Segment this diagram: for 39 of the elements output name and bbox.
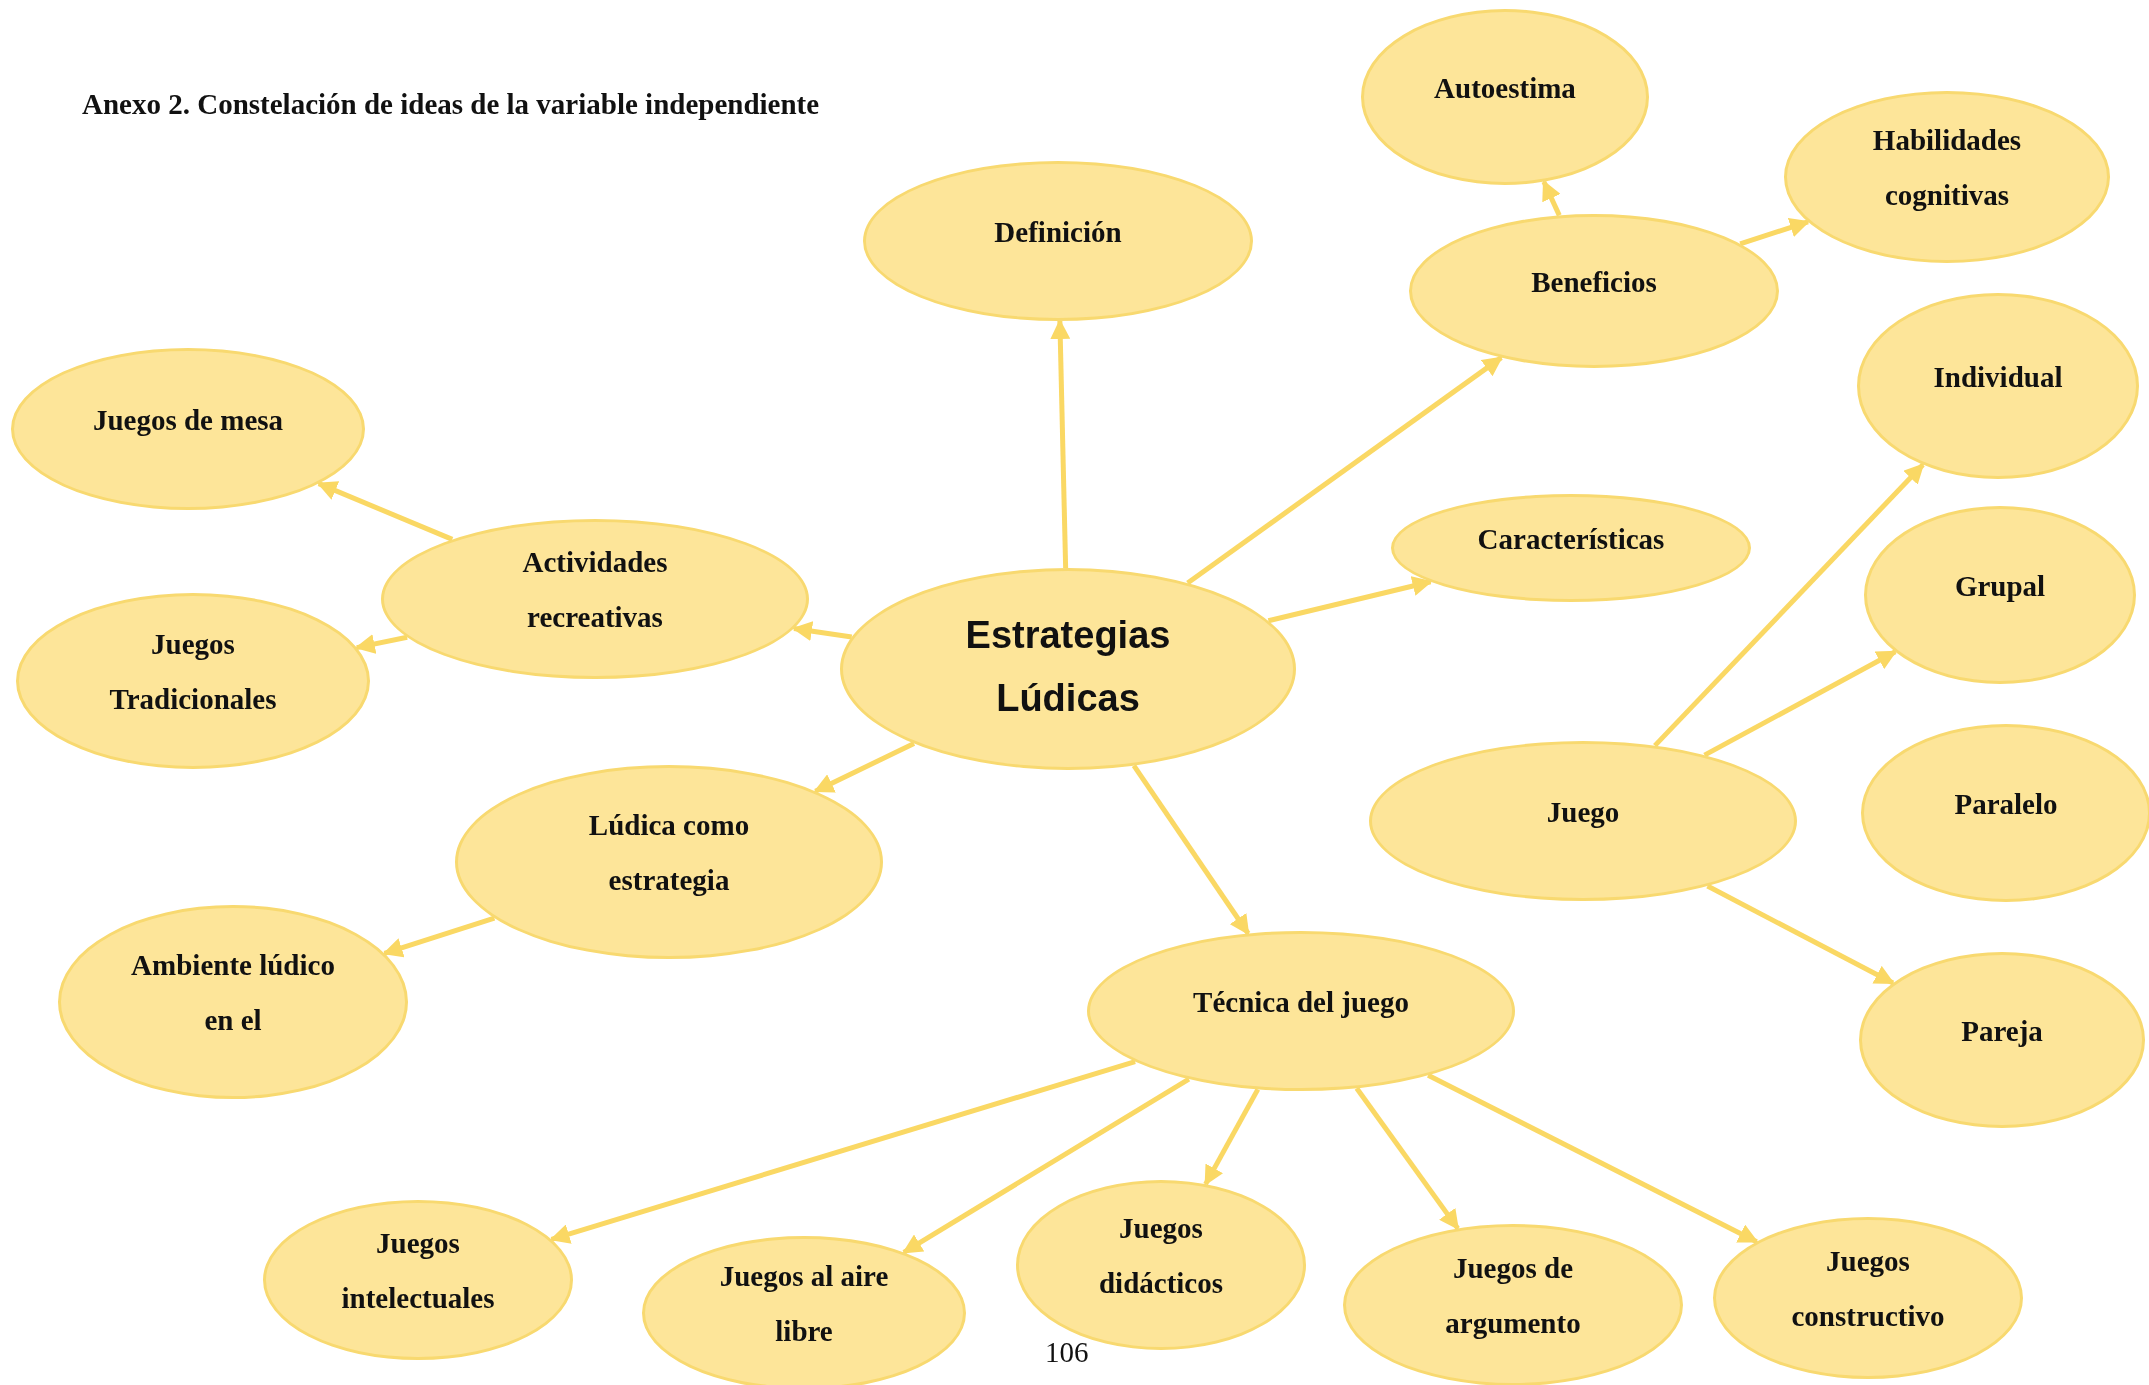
arrow (1703, 649, 1897, 758)
arrow (1050, 319, 1071, 569)
node-label: Juegos de mesa (92, 402, 284, 438)
arrow (354, 634, 408, 654)
node-label: Juego (1546, 794, 1620, 830)
arrow (1427, 1073, 1759, 1244)
arrow (1653, 463, 1925, 748)
node-label: Habilidades cognitivas (1871, 123, 2023, 213)
node-label: Juegos constructivo (1790, 1244, 1946, 1334)
arrow (1186, 355, 1503, 586)
arrow (902, 1077, 1191, 1255)
node-label: Juegos intelectuales (340, 1226, 496, 1316)
node-label: Estrategias Lúdicas (964, 613, 1172, 721)
node-label: Pareja (1961, 1013, 2043, 1049)
arrow (1706, 883, 1895, 986)
node-label: Definición (994, 214, 1122, 250)
node-label: Características (1477, 521, 1665, 557)
node-label: Paralelo (1954, 786, 2058, 822)
node-label: Autoestima (1434, 70, 1576, 106)
arrow (382, 915, 496, 958)
node-label: Juegos al aire libre (718, 1259, 890, 1349)
node-label: Beneficios (1531, 264, 1657, 300)
node-label: Juegos didácticos (1097, 1211, 1225, 1301)
node-label: Juegos de argumento (1444, 1251, 1582, 1341)
node-label: Juegos Tradicionales (108, 627, 278, 717)
node-label: Ambiente lúdico en el (130, 948, 336, 1038)
node-label: Actividades recreativas (521, 545, 669, 635)
page-number: 106 (1045, 1336, 1089, 1369)
arrow (316, 481, 454, 542)
node-label: Grupal (1954, 568, 2046, 604)
arrow (1267, 576, 1433, 624)
node-label: Técnica del juego (1193, 984, 1409, 1020)
arrow (549, 1059, 1136, 1244)
title: Anexo 2. Constelación de ideas de la variable independiente (82, 88, 820, 121)
arrow (1739, 217, 1810, 247)
arrow (792, 621, 853, 641)
node-label: Individual (1933, 359, 2063, 395)
node-label: Lúdica como estrategia (587, 808, 751, 898)
arrow (813, 741, 916, 794)
